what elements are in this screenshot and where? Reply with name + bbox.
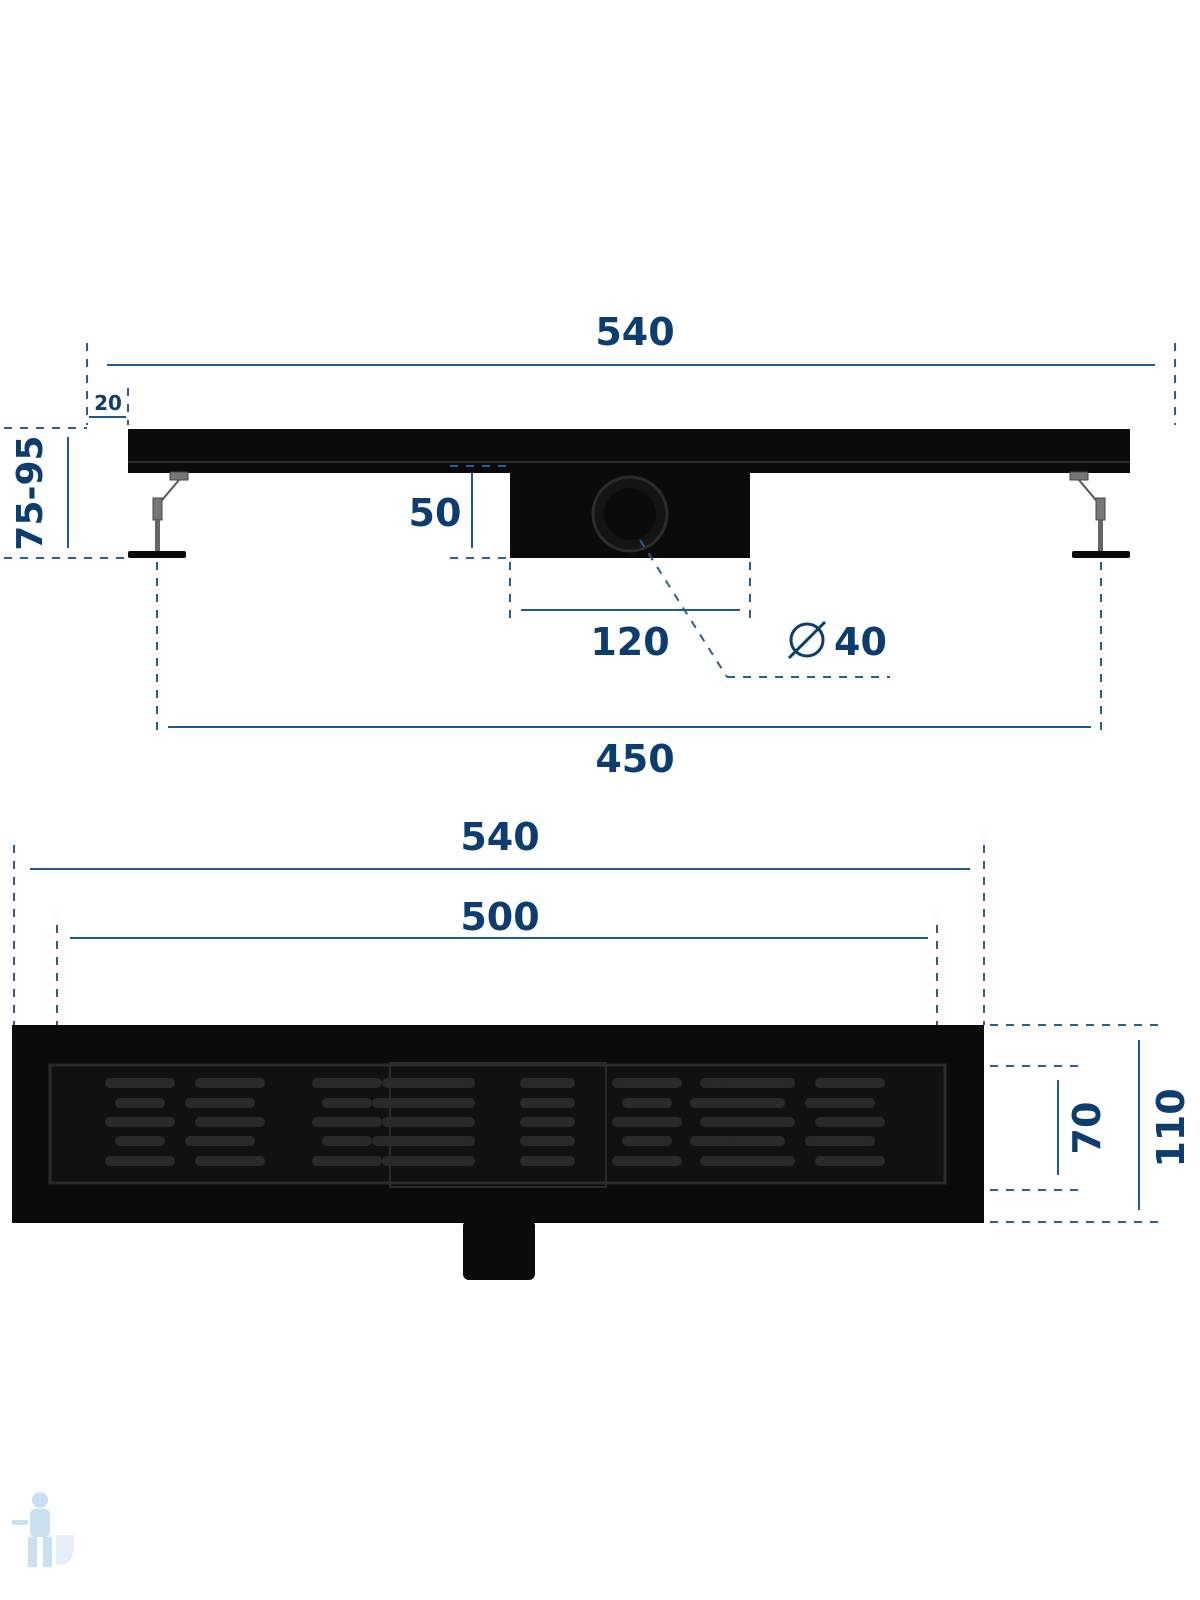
grate-slot	[520, 1117, 575, 1127]
outlet-diameter-label: 40	[834, 620, 887, 664]
leg-spacing-label: 450	[595, 737, 674, 781]
grate-slot	[105, 1117, 175, 1127]
grate-slot	[520, 1156, 575, 1166]
grate-slot	[312, 1156, 382, 1166]
grate-slot	[185, 1136, 255, 1146]
grate-slot	[322, 1136, 372, 1146]
grate-slot	[420, 1117, 475, 1127]
grate-width-label: 70	[1065, 1102, 1109, 1155]
grate-slot	[520, 1078, 575, 1088]
grate-slot	[612, 1117, 682, 1127]
top-view: 540 500 70 110	[12, 815, 1193, 1280]
grate-slot	[185, 1098, 255, 1108]
grate-slot	[312, 1117, 382, 1127]
grate-slot	[725, 1078, 795, 1088]
leveling-foot-left	[128, 471, 189, 558]
grate-slot	[420, 1136, 475, 1146]
grate-slot	[420, 1156, 475, 1166]
grate-slot	[312, 1078, 382, 1088]
overall-width-label: 110	[1149, 1088, 1193, 1167]
channel-body	[128, 429, 1130, 473]
grate-slot	[612, 1156, 682, 1166]
grate-slots	[105, 1078, 885, 1166]
grate-slot	[815, 1156, 885, 1166]
top-length-label: 540	[460, 815, 539, 859]
side-length-label: 540	[595, 310, 674, 354]
leveling-foot-right	[1069, 471, 1130, 558]
outlet-width-label: 120	[590, 620, 669, 664]
diameter-leader-line	[639, 539, 728, 678]
grate-slot	[105, 1156, 175, 1166]
grate-slot	[612, 1078, 682, 1088]
grate-slot	[735, 1098, 785, 1108]
grate-slot	[815, 1117, 885, 1127]
grate-slot	[195, 1156, 265, 1166]
grate-slot	[622, 1136, 672, 1146]
grate-slot	[420, 1078, 475, 1088]
grate-slot	[195, 1117, 265, 1127]
grate-length-label: 500	[460, 895, 539, 939]
side-view: 540 20 75-95	[4, 310, 1176, 781]
grate-slot	[322, 1098, 372, 1108]
grate-slot	[115, 1098, 165, 1108]
plumber-mascot-icon	[12, 1492, 74, 1567]
grate-slot	[815, 1078, 885, 1088]
grate-slot	[420, 1098, 475, 1108]
diameter-symbol-icon	[787, 620, 827, 660]
grate-slot	[195, 1078, 265, 1088]
outlet-pipe-top	[463, 1220, 535, 1280]
outlet-height-label: 50	[409, 491, 462, 535]
grate-slot	[725, 1156, 795, 1166]
height-range-label: 75-95	[10, 435, 51, 550]
outlet-opening	[604, 488, 656, 540]
grate-slot	[735, 1136, 785, 1146]
grate-frame	[48, 1063, 947, 1185]
grate-slot	[520, 1098, 575, 1108]
grate-slot	[115, 1136, 165, 1146]
flange-width-label: 20	[94, 391, 122, 415]
grate-slot	[105, 1078, 175, 1088]
grate-slot	[520, 1136, 575, 1146]
grate-slot	[622, 1098, 672, 1108]
grate-slot	[805, 1136, 875, 1146]
grate-slot	[725, 1117, 795, 1127]
grate-slot	[805, 1098, 875, 1108]
